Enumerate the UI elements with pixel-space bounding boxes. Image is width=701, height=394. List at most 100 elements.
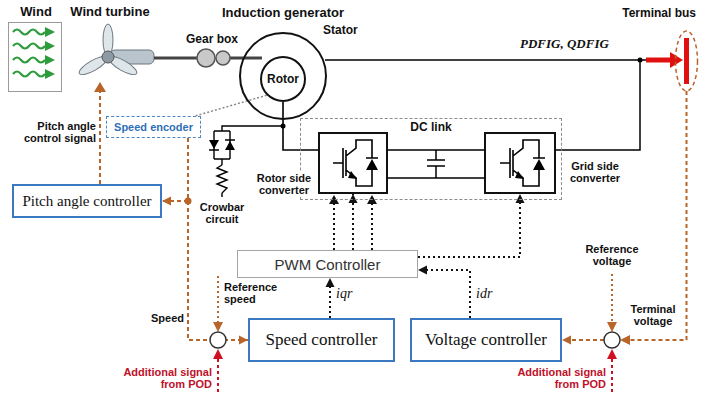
power-flow-arrow — [646, 31, 698, 91]
wind-arrows — [13, 27, 55, 79]
speed-summing-junction — [185, 198, 192, 205]
connector — [418, 266, 470, 319]
speed-summing-junction — [217, 276, 219, 328]
rotor-circle: Rotor — [260, 56, 306, 102]
wind-arrows — [13, 44, 45, 49]
signal-label: Pitch angle control signal — [6, 120, 96, 144]
wind-arrows — [13, 72, 45, 77]
grid-wire — [556, 60, 640, 150]
wind-arrows — [13, 58, 45, 63]
current-signal-label: iqr — [336, 286, 352, 302]
wind-arrows — [45, 55, 55, 65]
arrow-head — [239, 336, 248, 345]
controller-box: Speed controller — [248, 318, 395, 362]
arrow-head — [418, 266, 427, 275]
voltage-summing-junction — [611, 356, 613, 392]
controller-label: Speed controller — [266, 330, 378, 350]
connector — [418, 194, 525, 257]
connector-line — [418, 194, 520, 257]
part-label: Crowbar circuit — [192, 201, 252, 225]
converter-box: Rotor side converter — [318, 132, 388, 194]
controller-label: Pitch angle controller — [22, 193, 151, 210]
connector-line — [162, 138, 188, 201]
generator-label: Induction generator — [217, 5, 349, 20]
pitch-signal-arrow — [99, 88, 101, 184]
wind-turbine — [77, 24, 139, 78]
signal-label: Reference voltage — [577, 243, 647, 267]
dc-link-capacitor — [388, 150, 484, 178]
dc-link-capacitor — [388, 150, 484, 178]
speed-summing-junction — [213, 322, 223, 332]
converter-box: Grid side converter — [484, 132, 556, 194]
wind-box: Wind — [8, 22, 62, 92]
connector — [188, 138, 248, 345]
voltage-summing-junction — [628, 91, 687, 340]
pod-signal-label: Additional signal from POD — [502, 366, 606, 390]
part-label: Terminal bus — [600, 6, 696, 20]
arrow-head — [162, 197, 171, 206]
crowbar-circuit-symbol — [217, 165, 227, 193]
current-signal-label: idr — [476, 286, 492, 302]
wind-arrows — [13, 30, 45, 35]
voltage-summing-junction — [611, 274, 613, 328]
connector — [349, 194, 358, 250]
converter-symbols — [333, 140, 378, 186]
speed-encoder-box: Speed encoder — [106, 116, 201, 138]
signal-label: PDFIG, QDFIG — [520, 36, 609, 52]
voltage-summing-junction — [604, 91, 687, 392]
arrow-head — [562, 336, 571, 345]
dc-link-box: DC linkRotor side converterGrid side con… — [300, 118, 562, 200]
converter-label: Rotor side converter — [252, 172, 316, 196]
wind-turbine — [102, 51, 114, 63]
speed-summing-junction — [213, 349, 223, 359]
arrow-head — [516, 194, 525, 203]
speed-summing-junction — [210, 332, 226, 348]
voltage-error-line — [562, 336, 604, 345]
speed-summing-junction — [217, 356, 219, 392]
rotor-label: Rotor — [267, 72, 299, 86]
crowbar-circuit-symbol — [225, 141, 235, 150]
crowbar-circuit-symbol — [209, 140, 219, 149]
voltage-summing-junction — [620, 335, 630, 345]
generator-circle: Induction generatorStatorRotor — [239, 32, 327, 120]
signal-label: Terminal voltage — [622, 303, 684, 327]
power-flow-arrow — [684, 38, 689, 84]
converter-symbols — [500, 140, 545, 186]
controller-box: Voltage controller — [410, 318, 562, 362]
pwm-controller-box: PWM Controller — [237, 250, 418, 278]
wind-label: Wind — [0, 4, 73, 19]
connector-line — [418, 270, 470, 318]
gear-box-symbol — [216, 51, 230, 65]
power-flow-arrow — [670, 52, 683, 68]
pwm-gate-arrows — [334, 200, 372, 250]
speed-summing-junction — [185, 198, 227, 393]
grid-wire — [325, 59, 646, 61]
encoder-label: Speed encoder — [114, 121, 193, 133]
converter-label: Grid side converter — [562, 160, 628, 184]
part-label: Gear box — [180, 32, 244, 46]
connector — [326, 278, 335, 318]
connector — [162, 138, 188, 206]
controller-label: Voltage controller — [425, 330, 547, 350]
controller-label: PWM Controller — [275, 256, 381, 273]
power-flow-arrow — [676, 31, 698, 91]
signal-label: Speed — [140, 312, 184, 324]
wind-arrows — [45, 27, 55, 37]
wind-arrows — [45, 41, 55, 51]
connector-line — [188, 138, 248, 340]
connector-line — [195, 95, 267, 116]
voltage-summing-junction — [604, 332, 620, 348]
signal-label: Reference speed — [224, 281, 294, 305]
controller-box: Pitch angle controller — [12, 184, 162, 218]
pod-signal-label: Additional signal from POD — [108, 366, 212, 390]
wind-arrows — [45, 69, 55, 79]
part-label: Wind turbine — [62, 4, 158, 19]
pwm-gate-arrows — [329, 195, 377, 250]
arrow-head — [349, 194, 358, 203]
gear-box-symbol — [197, 49, 215, 67]
voltage-summing-junction — [607, 349, 617, 359]
arrow-head — [326, 278, 335, 287]
connector — [195, 95, 267, 116]
wind-turbine — [77, 24, 154, 78]
